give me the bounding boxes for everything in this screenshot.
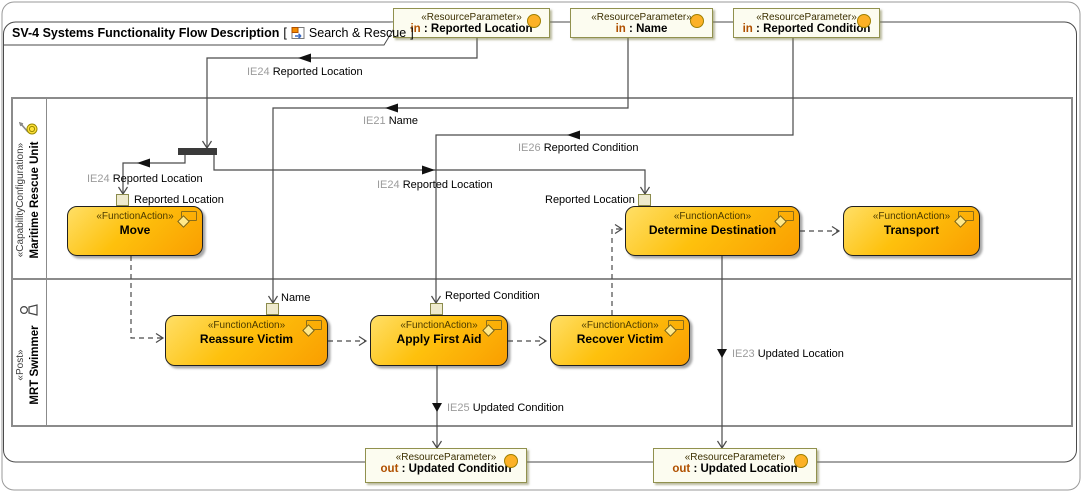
flow-label: IE25 Updated Condition (447, 402, 564, 414)
flow-label: IE24 Reported Location (247, 66, 363, 78)
bracket-open: [ (283, 26, 287, 40)
information-flow-triangle (385, 103, 398, 113)
object-flow-ie26-reported-condition[interactable]: IE26 Reported Condition (430, 38, 794, 305)
parameter-circle-icon (857, 14, 871, 28)
parameter-circle-icon (690, 14, 704, 28)
object-flow-ie25-updated-condition[interactable]: IE25 Updated Condition (431, 366, 564, 450)
action-name: Determine Destination (648, 223, 777, 237)
parameter-name: out : Updated Location (672, 463, 798, 475)
object-flow-ie21-name[interactable]: IE21 Name (267, 38, 629, 305)
action-name: Recover Victim (576, 332, 664, 346)
parameter-name: in : Reported Condition (742, 23, 871, 35)
capability-configuration-icon (18, 121, 37, 135)
open-arrowhead (831, 225, 841, 237)
information-flow-triangle (422, 165, 435, 175)
action-name: Transport (883, 223, 940, 237)
parameter-in-reported-location[interactable]: «ResourceParameter»in : Reported Locatio… (393, 8, 550, 38)
parameter-name: in : Name (615, 23, 668, 35)
flow-label: IE23 Updated Location (732, 348, 844, 360)
action-name: Apply First Aid (396, 332, 482, 346)
parameter-stereotype: «ResourceParameter» (395, 452, 497, 463)
control-flow[interactable] (508, 335, 548, 347)
parameter-circle-icon (504, 454, 518, 468)
action-transport[interactable]: «FunctionAction»Transport (843, 206, 980, 256)
control-flow[interactable] (800, 225, 841, 237)
input-pin-name[interactable] (266, 303, 279, 315)
diagram-title: SV-4 Systems Functionality Flow Descript… (12, 26, 280, 40)
parameter-in-name[interactable]: «ResourceParameter»in : Name (570, 8, 713, 38)
open-arrowhead (538, 335, 548, 347)
information-flow-triangle (298, 53, 311, 63)
open-arrowhead (358, 335, 368, 347)
action-recover-victim[interactable]: «FunctionAction»Recover Victim (550, 315, 690, 366)
pin-label: Name (281, 292, 310, 304)
flow-label: IE24 Reported Location (377, 179, 493, 191)
control-flow[interactable] (328, 335, 368, 347)
information-flow-triangle (137, 158, 150, 168)
information-flow-triangle (567, 130, 580, 140)
parameter-in-reported-condition[interactable]: «ResourceParameter»in : Reported Conditi… (733, 8, 880, 38)
lane-header-separator (46, 97, 47, 427)
swimlane-table (11, 97, 1073, 427)
open-arrowhead (155, 332, 165, 344)
information-flow-triangle (717, 349, 727, 358)
flow-label: IE24 Reported Location (87, 173, 203, 185)
action-stereotype: «FunctionAction» (872, 211, 951, 222)
parameter-circle-icon (794, 454, 808, 468)
sv-diagram-icon (291, 27, 305, 39)
object-flow-ie23-updated-location[interactable]: IE23 Updated Location (716, 256, 844, 450)
fork-node[interactable] (178, 148, 217, 155)
control-flow[interactable] (130, 256, 165, 344)
action-stereotype: «FunctionAction» (673, 211, 752, 222)
input-pin-reported-location[interactable] (638, 194, 651, 206)
parameter-name: out : Updated Condition (380, 463, 512, 475)
action-stereotype: «FunctionAction» (96, 211, 174, 222)
lane-divider (11, 278, 1073, 280)
action-name: Move (119, 223, 151, 237)
parameter-out-updated-condition[interactable]: «ResourceParameter»out : Updated Conditi… (365, 448, 527, 483)
parameter-stereotype: «ResourceParameter» (421, 12, 522, 23)
control-flow[interactable] (611, 223, 624, 316)
action-stereotype: «FunctionAction» (581, 320, 659, 331)
object-flow-ie24-reported-location[interactable]: IE24 Reported Location (201, 38, 478, 150)
flow-label: IE21 Name (363, 115, 418, 127)
input-pin-reported-condition[interactable] (430, 303, 443, 315)
parameter-stereotype: «ResourceParameter» (591, 12, 692, 23)
bracket-close: ] (410, 26, 414, 40)
open-arrowhead (614, 223, 624, 235)
action-determine-destination[interactable]: «FunctionAction»Determine Destination (625, 206, 800, 256)
flow-label: IE26 Reported Condition (518, 142, 638, 154)
action-apply-first-aid[interactable]: «FunctionAction»Apply First Aid (370, 315, 508, 366)
action-stereotype: «FunctionAction» (400, 320, 478, 331)
object-flow-ie24-reported-location[interactable]: IE24 Reported Location (87, 155, 203, 196)
action-stereotype: «FunctionAction» (207, 320, 286, 331)
action-reassure-victim[interactable]: «FunctionAction»Reassure Victim (165, 315, 328, 366)
action-move[interactable]: «FunctionAction»Move (67, 206, 203, 256)
parameter-stereotype: «ResourceParameter» (684, 452, 786, 463)
parameter-out-updated-location[interactable]: «ResourceParameter»out : Updated Locatio… (653, 448, 817, 483)
action-name: Reassure Victim (199, 332, 294, 346)
lane-header-maritime-rescue-unit[interactable]: «CapabilityConfiguration»Maritime Rescue… (11, 97, 46, 279)
diagram-context: Search & Rescue (308, 26, 407, 40)
pin-label: Reported Condition (445, 290, 540, 302)
post-person-icon (19, 304, 38, 317)
object-flow-ie24-reported-location[interactable]: IE24 Reported Location (213, 155, 651, 196)
parameter-stereotype: «ResourceParameter» (756, 12, 857, 23)
parameter-name: in : Reported Location (410, 23, 533, 35)
input-pin-reported-location[interactable] (116, 194, 129, 206)
parameter-circle-icon (527, 14, 541, 28)
pin-label: Reported Location (134, 194, 224, 206)
lane-header-mrt-swimmer[interactable]: «Post»MRT Swimmer (11, 279, 46, 427)
information-flow-triangle (432, 403, 442, 412)
pin-label: Reported Location (545, 194, 635, 206)
diagram-title-tab[interactable]: SV-4 Systems Functionality Flow Descript… (12, 26, 414, 40)
